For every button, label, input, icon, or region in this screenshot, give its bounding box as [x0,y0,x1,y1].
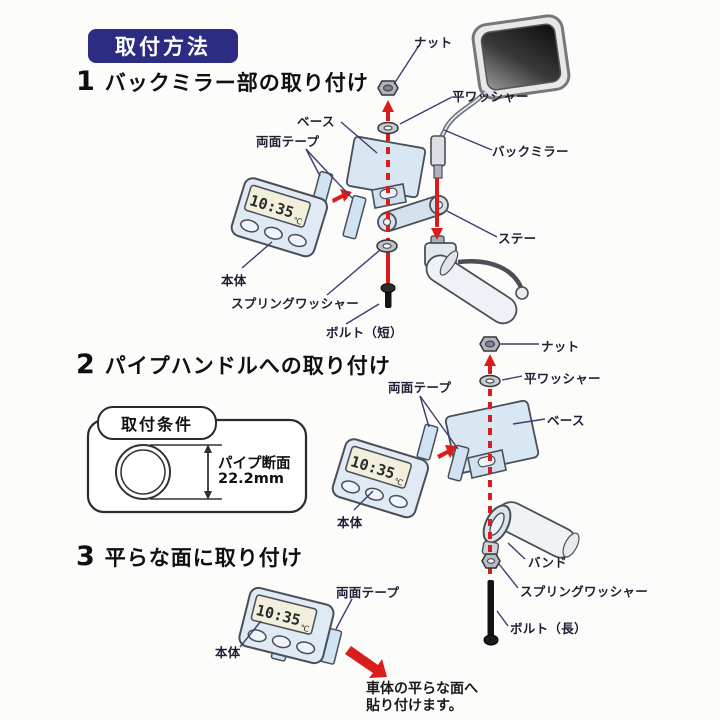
label-spring-washer-2: スプリングワッシャー [520,584,649,599]
label-back-mirror: バックミラー [492,144,569,159]
label-body-2: 本体 [337,515,363,530]
label-spring-washer-1: スプリングワッシャー [231,296,360,311]
label-flat-washer-1: 平ワッシャー [452,89,529,104]
section-1-header: 1 バックミラー部の取り付け [76,66,369,97]
section-3-number: 3 [76,541,95,572]
device-unit-1 [228,175,331,260]
tape-strip [416,423,439,461]
section-2-number: 2 [76,349,95,380]
base-plate-2 [444,399,540,479]
leader-lines [239,46,546,648]
bolt-short-graphic [380,283,396,308]
pipe-section-label: パイプ断面 [218,456,291,472]
condition-box-graphic [86,418,308,514]
pipe-diameter-value: 22.2mm [218,471,284,487]
red-arrow-big [345,646,387,678]
mirror-graphic [471,14,571,100]
flat-washer-graphic-1 [377,121,399,135]
section-2-header: 2 パイプハンドルへの取り付け [76,349,391,380]
label-body-1: 本体 [221,273,247,288]
label-body-3: 本体 [215,645,241,660]
nut-graphic-2 [479,336,501,352]
red-axis-1 [382,100,394,283]
section-2-title: パイプハンドルへの取り付け [104,354,391,378]
condition-box-title: 取付条件 [97,406,217,440]
nut-graphic-1 [377,80,399,96]
tape-strip [342,194,367,240]
red-arrow-small-2 [437,445,457,459]
label-nut-2: ナット [541,339,580,354]
label-tape-3: 両面テープ [336,585,400,600]
bolt-long-graphic [483,580,499,646]
section-1-title: バックミラー部の取り付け [104,71,369,95]
red-axis-2 [431,178,443,240]
label-tape-1: 両面テープ [256,134,320,149]
label-band: バンド [528,555,568,570]
label-base-2: ベース [547,413,585,428]
note-line-1: 車体の平らな面へ [366,681,478,697]
red-arrow-small-1 [332,189,352,203]
device-unit-3 [236,585,337,667]
label-bolt-short: ボルト（短） [326,325,403,340]
tape-strip [447,444,470,482]
handlebar-graphic [424,235,529,325]
device-unit-2 [329,436,432,521]
label-base-1: ベース [297,114,335,129]
section-3-title: 平らな面に取り付け [104,546,303,570]
red-axis-3 [484,354,496,579]
label-tape-2: 両面テープ [388,380,452,395]
title-badge: 取付方法 [88,29,238,63]
section-3-header: 3 平らな面に取り付け [76,541,303,572]
label-bolt-long: ボルト（長） [510,621,587,636]
spring-washer-graphic-2 [481,553,501,569]
section-1-number: 1 [76,66,95,97]
note-line-2: 貼り付けます。 [366,698,463,714]
label-stay: ステー [498,231,537,246]
spring-washer-graphic-1 [376,239,398,253]
label-nut-1: ナット [414,35,453,50]
flat-washer-graphic-2 [479,374,501,388]
label-flat-washer-2: 平ワッシャー [524,371,601,386]
